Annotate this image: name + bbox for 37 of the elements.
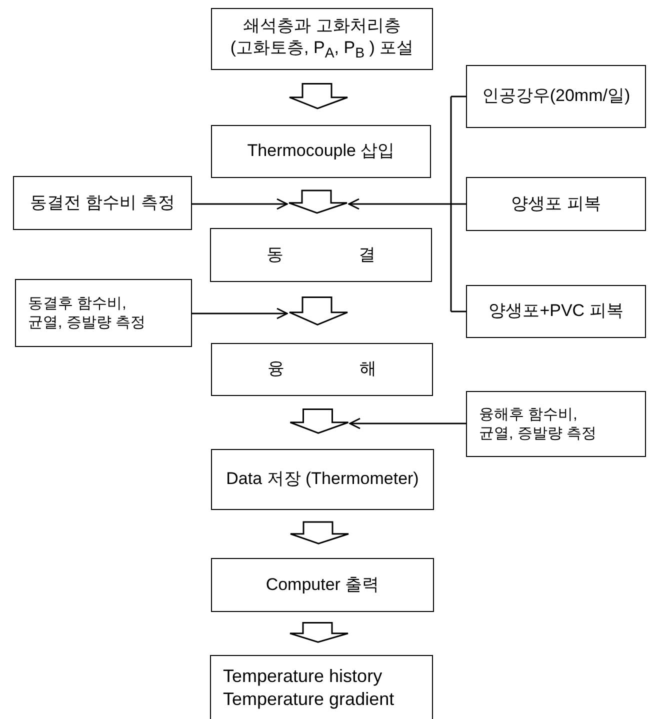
process-box <box>211 343 433 396</box>
box-text: 양생포 피복 <box>511 192 601 215</box>
process-box <box>466 177 646 231</box>
process-box <box>466 391 646 457</box>
box-text: 융해후 함수비, 균열, 증발량 측정 <box>479 404 598 444</box>
box-text: 인공강우(20mm/일) <box>482 85 630 108</box>
box-text: Computer 출력 <box>266 574 380 596</box>
block-arrow <box>289 622 349 643</box>
process-box <box>210 228 432 282</box>
box-text: 양생포+PVC 피복 <box>488 300 624 322</box>
process-box <box>210 655 433 719</box>
arrow <box>192 198 288 210</box>
box-text: Temperature gradient <box>223 688 394 711</box>
process-box <box>466 285 646 338</box>
box-text: 쇄석층과 고화처리층 (고화토층, P$_{A}$, P$_{B}$ ) 포설 <box>229 15 415 63</box>
process-box <box>211 558 434 612</box>
process-box <box>15 279 192 347</box>
block-arrow <box>288 190 348 214</box>
box-text: 동 결 <box>266 244 376 266</box>
block-arrow <box>288 296 348 326</box>
arrow <box>348 96 467 312</box>
box-text: 동결전 함수비 측정 <box>30 192 176 214</box>
process-box <box>211 449 434 510</box>
block-arrow <box>290 521 350 544</box>
box-text: Temperature history <box>223 664 382 688</box>
block-arrow <box>290 408 349 434</box>
process-box <box>211 125 431 178</box>
box-text: Thermocouple 삽입 <box>247 140 395 162</box>
process-box <box>466 65 646 128</box>
box-text: 융 해 <box>268 358 376 380</box>
box-text: Data 저장 (Thermometer) <box>226 468 419 490</box>
block-arrow <box>288 83 348 110</box>
process-box <box>13 176 192 230</box>
process-box <box>211 8 433 70</box>
arrow <box>349 418 466 430</box>
arrow <box>192 308 288 320</box>
box-text: 동결후 함수비, 균열, 증발량 측정 <box>28 294 147 332</box>
